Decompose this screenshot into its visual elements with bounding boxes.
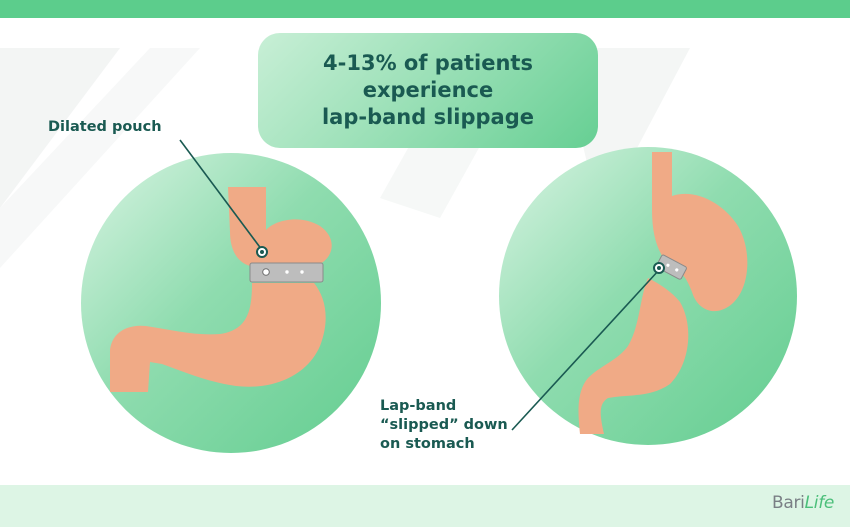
- callout-slipped-band: Lap-band “slipped” down on stomach: [380, 397, 508, 454]
- left-band-dot-2: [300, 270, 304, 274]
- logo-bari: Bari: [772, 493, 805, 513]
- footer-bar: [0, 485, 850, 527]
- callout-slipped-line-2: “slipped” down: [380, 417, 508, 433]
- header-bar: [0, 0, 850, 18]
- title-line-1: 4-13% of patients: [323, 51, 533, 75]
- right-leader-marker-dot: [657, 266, 661, 270]
- title-line-3: lap-band slippage: [321, 105, 535, 129]
- callout-dilated-pouch: Dilated pouch: [48, 119, 162, 135]
- barilife-logo: BariLife: [772, 493, 834, 513]
- left-esophagus: [228, 187, 332, 266]
- left-leader-marker-dot: [260, 250, 264, 254]
- left-band-dot-1: [285, 270, 289, 274]
- left-stomach: [110, 283, 326, 392]
- slipped-band-diagram: [499, 147, 797, 445]
- logo-life: Life: [804, 493, 835, 513]
- right-leader-line: [511, 269, 660, 431]
- right-lap-band: [656, 254, 687, 280]
- left-leader-line: [179, 139, 263, 251]
- callout-slipped-line-3: on stomach: [380, 436, 475, 452]
- right-upper-pouch: [652, 152, 748, 312]
- normal-band-diagram: [81, 139, 381, 453]
- right-lower-stomach: [578, 278, 689, 434]
- callout-slipped-line-1: Lap-band: [380, 398, 457, 414]
- stomach-diagrams: [81, 139, 797, 453]
- left-band-screw: [262, 268, 270, 276]
- title-banner: 4-13% of patients experience lap-band sl…: [258, 33, 598, 148]
- title-line-2: experience: [362, 78, 494, 102]
